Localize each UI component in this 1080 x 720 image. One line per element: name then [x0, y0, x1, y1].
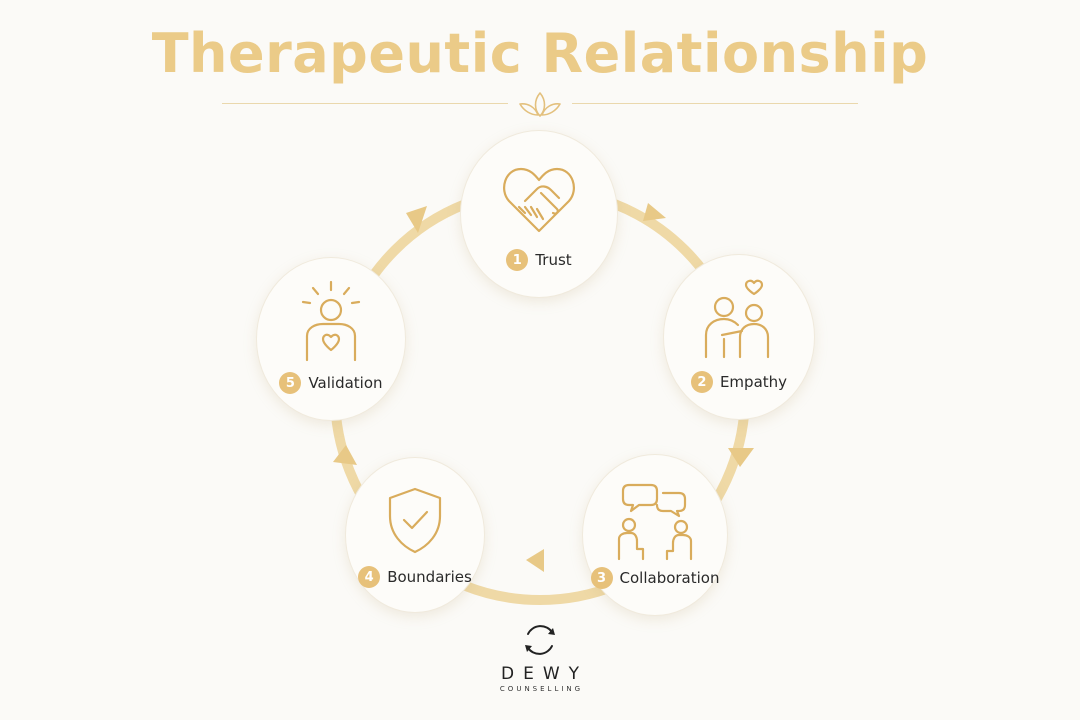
arrow-collaboration-to-boundaries: [526, 549, 544, 572]
logo-sub-text: COUNSELLING: [499, 685, 584, 693]
node-label: Collaboration: [619, 569, 720, 587]
node-empathy: 2 Empathy: [664, 255, 814, 419]
supporting-people-icon: [704, 279, 770, 359]
node-boundaries: 4 Boundaries: [346, 458, 484, 612]
node-trust: 1 Trust: [461, 131, 617, 297]
node-collaboration: 3 Collaboration: [583, 455, 727, 615]
node-label: Trust: [535, 251, 572, 269]
node-number-badge: 2: [690, 371, 713, 393]
arrow-empathy-to-collaboration: [728, 448, 754, 467]
node-number-badge: 3: [590, 567, 613, 589]
node-label: Empathy: [719, 373, 788, 391]
title-divider-right: [572, 103, 858, 104]
person-heart-icon: [301, 280, 361, 362]
title-divider-left: [222, 103, 508, 104]
arrow-boundaries-to-validation: [333, 445, 357, 465]
node-number-badge: 4: [358, 566, 381, 588]
heart-handshake-icon: [503, 167, 575, 233]
conversation-icon: [617, 483, 693, 561]
arrow-validation-to-trust: [406, 206, 427, 233]
arrow-trust-to-empathy: [643, 203, 666, 221]
logo-brand-text: DEWY: [500, 664, 589, 684]
node-label: Validation: [308, 374, 383, 392]
node-number-badge: 1: [506, 249, 529, 271]
node-label: Boundaries: [387, 568, 472, 586]
circular-arrows-logo-icon: [525, 625, 555, 655]
shield-check-icon: [388, 487, 442, 554]
node-number-badge: 5: [279, 372, 302, 394]
page-title: Therapeutic Relationship: [151, 22, 929, 85]
dewy-logo: DEWY COUNSELLING: [490, 620, 590, 693]
leaf-ornament-icon: [519, 92, 561, 117]
node-validation: 5 Validation: [257, 258, 405, 420]
